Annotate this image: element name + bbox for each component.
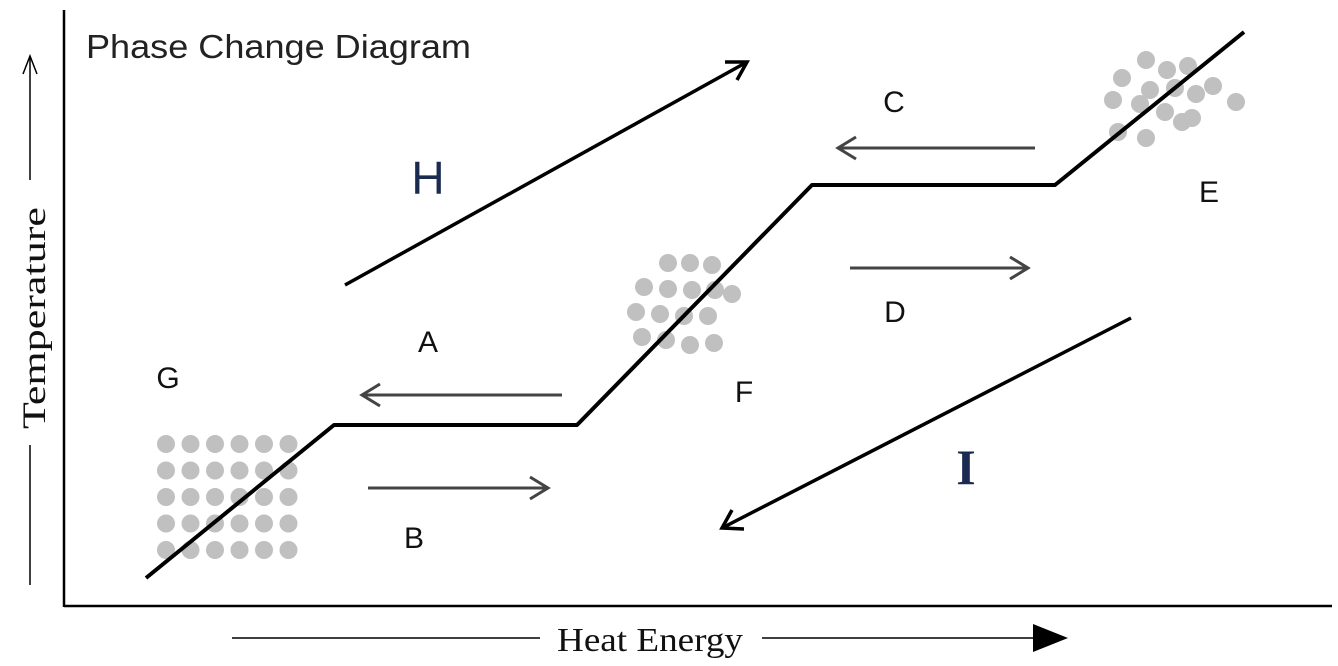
solid-particle (206, 435, 224, 453)
liquid-particle (681, 336, 699, 354)
label-c: C (883, 86, 905, 119)
solid-particle (230, 461, 249, 480)
gas-particle (1227, 93, 1245, 111)
solid-particle (255, 435, 273, 453)
arrow-a (359, 382, 562, 408)
solid-particle (230, 488, 249, 506)
label-f: F (735, 376, 753, 409)
y-axis-indicator: Temperature (17, 53, 53, 585)
gas-particle (1187, 85, 1205, 103)
gas-particles (1104, 51, 1245, 147)
gas-particle (1113, 69, 1131, 87)
solid-particle (157, 435, 175, 453)
label-g: G (156, 362, 179, 395)
solid-particle (279, 488, 298, 506)
solid-particle (279, 435, 298, 453)
diagram-title: Phase Change Diagram (86, 28, 471, 65)
solid-particle (279, 514, 298, 533)
label-b: B (404, 522, 424, 555)
liquid-particle (633, 328, 651, 346)
liquid-particle (683, 281, 701, 299)
heating-curve (144, 30, 1246, 580)
label-h: H (411, 152, 444, 204)
liquid-particle (706, 281, 724, 299)
gas-particle (1179, 57, 1197, 75)
solid-particle (181, 435, 200, 453)
solid-particle (230, 541, 249, 559)
liquid-particle (705, 334, 723, 352)
solid-particle (230, 435, 249, 453)
label-a: A (418, 326, 438, 359)
solid-particle (255, 488, 273, 506)
gas-particle (1173, 113, 1191, 131)
liquid-particle (651, 305, 669, 323)
solid-particle (181, 514, 200, 533)
gas-particle (1158, 61, 1176, 79)
liquid-particle (723, 285, 741, 303)
solid-particle (181, 461, 200, 480)
label-e: E (1199, 176, 1219, 209)
liquid-particle (703, 256, 721, 274)
gas-particle (1141, 81, 1159, 99)
liquid-particle (699, 307, 717, 325)
x-axis-indicator: Heat Energy (232, 622, 1068, 659)
arrow-h (344, 60, 750, 287)
solid-particles (157, 435, 298, 559)
arrow-c (835, 135, 1035, 161)
arrow-i (719, 316, 1132, 531)
solid-particle (157, 541, 175, 559)
solid-particle (181, 488, 200, 506)
solid-particle (230, 514, 249, 533)
liquid-particle (657, 331, 675, 349)
liquid-particle (659, 280, 677, 298)
label-d: D (884, 296, 906, 329)
solid-particle (157, 514, 175, 533)
gas-particle (1131, 95, 1149, 113)
solid-particle (255, 541, 273, 559)
solid-particle (206, 461, 224, 480)
y-axis-label: Temperature (17, 207, 53, 429)
gas-particle (1156, 103, 1174, 121)
solid-particle (206, 541, 224, 559)
solid-particle (279, 541, 298, 559)
liquid-particle (681, 254, 699, 272)
liquid-particle (659, 254, 677, 272)
solid-particle (157, 461, 175, 480)
gas-particle (1204, 77, 1222, 95)
solid-particle (255, 514, 273, 533)
gas-particle (1104, 91, 1122, 109)
liquid-particles (627, 254, 741, 354)
gas-particle (1137, 129, 1155, 147)
label-i: I (956, 439, 975, 495)
liquid-particle (627, 303, 645, 321)
solid-particle (206, 488, 224, 506)
solid-particle (255, 461, 273, 480)
x-axis-label: Heat Energy (557, 622, 743, 659)
arrow-d (850, 255, 1031, 281)
gas-particle (1137, 51, 1155, 69)
liquid-particle (635, 278, 653, 296)
arrow-b (368, 475, 551, 501)
solid-particle (157, 488, 175, 506)
